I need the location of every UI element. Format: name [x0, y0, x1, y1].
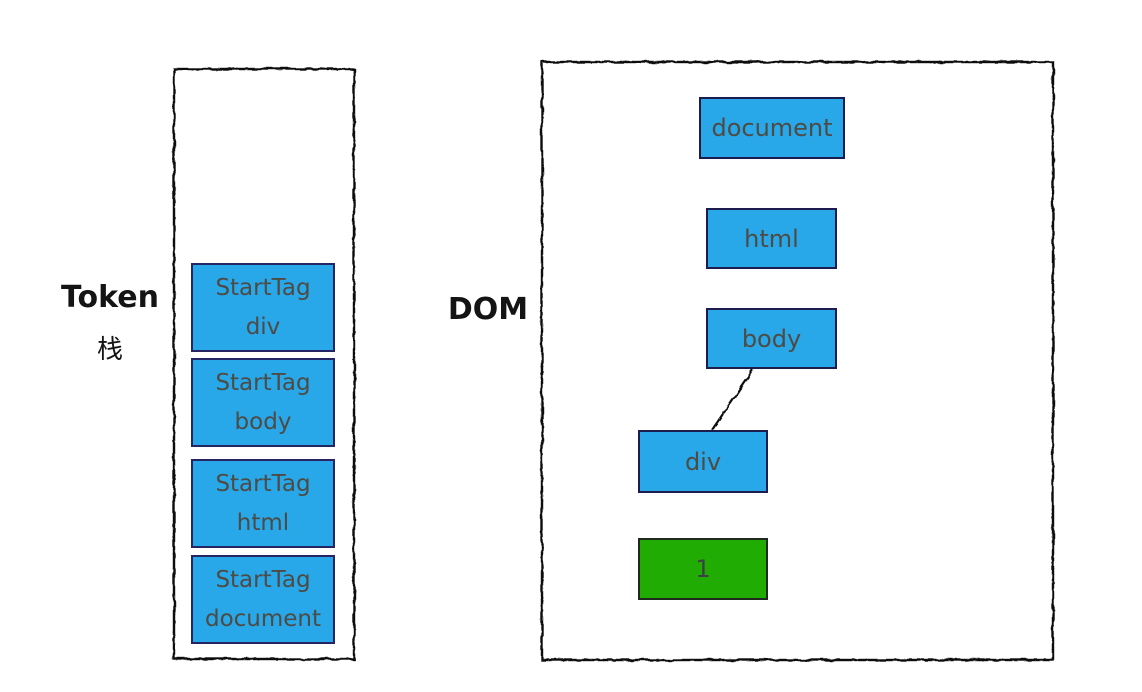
token-type-text: StartTag [215, 274, 311, 301]
token-type-text: StartTag [215, 566, 311, 593]
token-stack-item-starttag-body: StartTag body [191, 358, 335, 447]
token-stack-item-starttag-div: StartTag div [191, 263, 335, 352]
token-type-text: StartTag [215, 369, 311, 396]
dom-node-text-1: 1 [638, 538, 768, 600]
token-tag-text: div [245, 313, 281, 340]
token-stack-label-line2: 栈 [96, 335, 123, 365]
token-tag-text: document [204, 605, 322, 632]
dom-node-body: body [706, 308, 837, 369]
tree-edge-body-div [711, 369, 754, 431]
token-stack-item-starttag-html: StartTag html [191, 459, 335, 548]
dom-node-html: html [706, 208, 837, 269]
token-stack-label: Token 栈 [48, 280, 172, 366]
token-stack-label-line1: Token [61, 280, 159, 315]
dom-panel-label: DOM [447, 292, 529, 327]
dom-node-document: document [699, 97, 845, 159]
token-tag-text: html [236, 509, 290, 536]
token-tag-text: body [234, 408, 292, 435]
token-type-text: StartTag [215, 470, 311, 497]
dom-node-div: div [638, 430, 768, 493]
token-stack-item-starttag-document: StartTag document [191, 555, 335, 644]
